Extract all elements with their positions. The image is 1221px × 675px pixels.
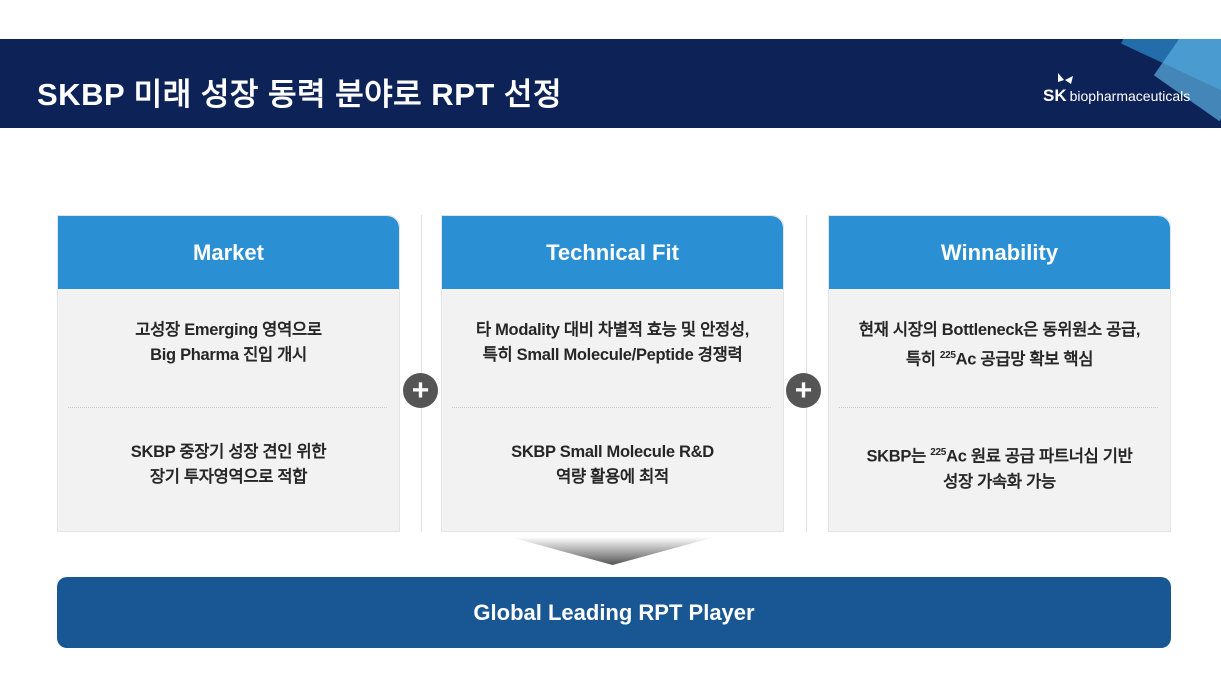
plus-icon: +	[786, 373, 821, 408]
card-point-1: 현재 시장의 Bottleneck은 동위원소 공급, 특히 225Ac 공급망 …	[829, 318, 1170, 373]
line: SKBP 중장기 성장 견인 위한	[130, 443, 327, 461]
text: Ac 원료 공급 파트너십 기반	[946, 447, 1133, 466]
card-market: Market 고성장 Emerging 영역으로 Big Pharma 진입 개시…	[57, 215, 400, 532]
line: Big Pharma 진입 개시	[150, 346, 307, 364]
card-title: Market	[58, 216, 399, 289]
separator	[452, 407, 771, 408]
line: 특히 225Ac 공급망 확보 핵심	[829, 343, 1170, 373]
text: Ac 공급망 확보 핵심	[955, 350, 1094, 369]
separator	[68, 407, 387, 408]
card-point-1: 타 Modality 대비 차별적 효능 및 안정성, 특히 Small Mole…	[442, 318, 783, 368]
separator	[839, 407, 1158, 408]
line: SKBP는 225Ac 원료 공급 파트너십 기반	[829, 440, 1170, 470]
text: SKBP는	[866, 447, 931, 466]
card-title: Technical Fit	[442, 216, 783, 289]
logo-text: biopharmaceuticals	[1069, 88, 1191, 104]
down-arrow-shadow	[510, 537, 715, 565]
superscript: 225	[930, 447, 947, 458]
line: SKBP Small Molecule R&D	[511, 443, 714, 461]
result-banner: Global Leading RPT Player	[57, 577, 1171, 648]
card-title: Winnability	[829, 216, 1170, 289]
line: 타 Modality 대비 차별적 효능 및 안정성,	[475, 321, 750, 339]
line: 장기 투자영역으로 적합	[149, 468, 308, 486]
line: 고성장 Emerging 영역으로	[135, 321, 322, 339]
line: 역량 활용에 최적	[556, 468, 669, 486]
line: 성장 가속화 가능	[943, 472, 1056, 491]
butterfly-logo-icon	[1058, 73, 1073, 84]
text: 특히	[905, 350, 940, 369]
line: 현재 시장의 Bottleneck은 동위원소 공급,	[858, 321, 1141, 339]
card-winnability: Winnability 현재 시장의 Bottleneck은 동위원소 공급, 특…	[828, 215, 1171, 532]
card-point-1: 고성장 Emerging 영역으로 Big Pharma 진입 개시	[58, 318, 399, 368]
logo-sk: SK	[1043, 86, 1067, 105]
superscript: 225	[939, 350, 956, 361]
card-technical-fit: Technical Fit 타 Modality 대비 차별적 효능 및 안정성…	[441, 215, 784, 532]
page-title: SKBP 미래 성장 동력 분야로 RPT 선정	[37, 77, 562, 112]
plus-icon: +	[403, 373, 438, 408]
line: 특히 Small Molecule/Peptide 경쟁력	[482, 346, 743, 364]
card-point-2: SKBP Small Molecule R&D 역량 활용에 최적	[442, 440, 783, 490]
